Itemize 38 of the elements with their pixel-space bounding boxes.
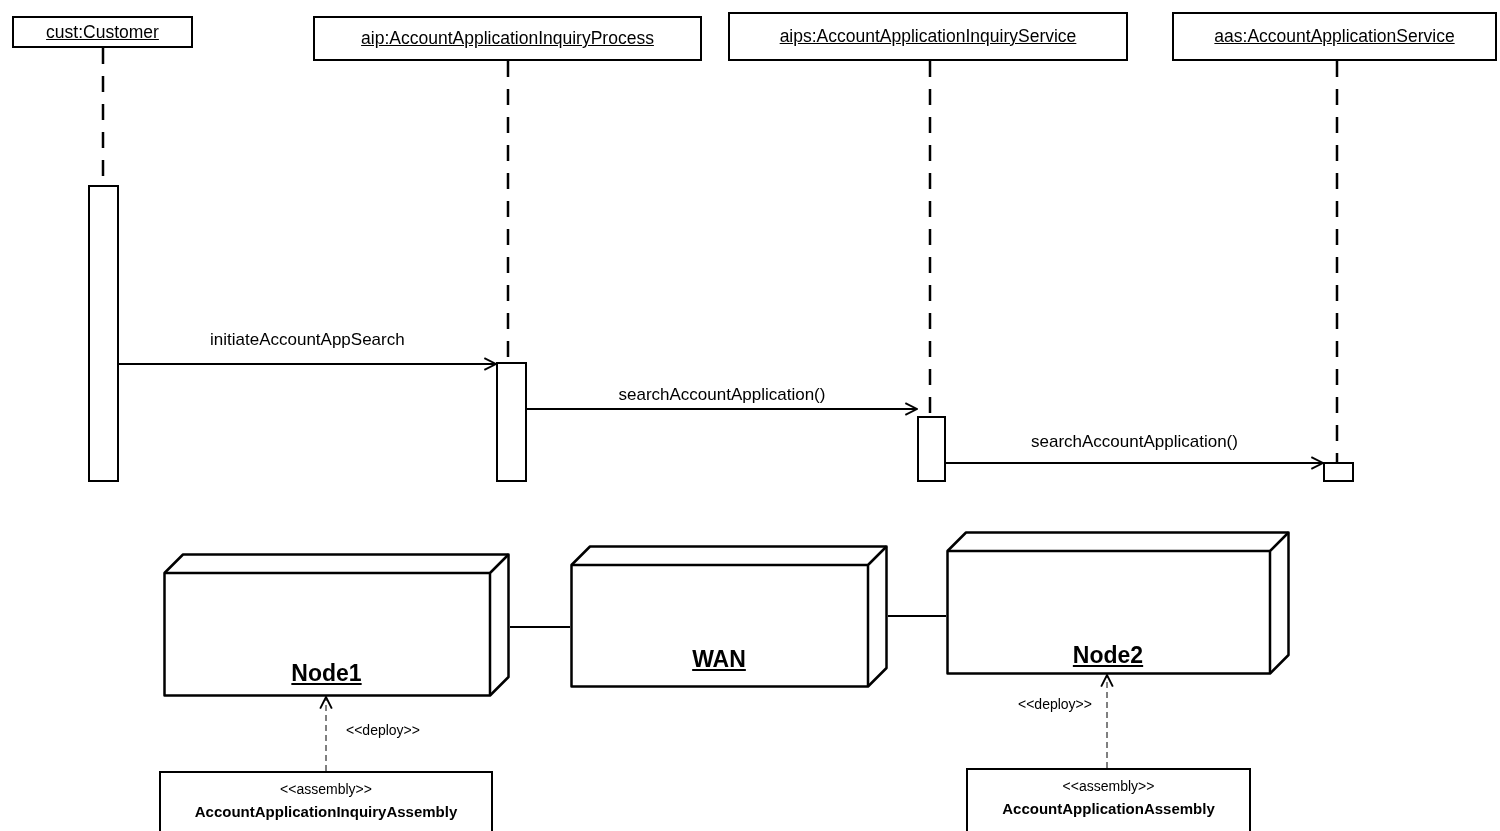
message-label: searchAccountApplication() [616, 385, 828, 405]
activation-bar [917, 416, 946, 482]
object-name: aips:AccountApplicationInquiryService [779, 26, 1077, 47]
object-name: aas:AccountApplicationService [1214, 26, 1455, 47]
activation-bar [88, 185, 119, 482]
object-box [313, 16, 702, 61]
stereotype-label: <<deploy>> [344, 722, 422, 738]
object-box [1172, 12, 1497, 61]
connection-line [509, 626, 571, 628]
activation-bar [496, 362, 527, 482]
artifact-box [966, 768, 1251, 831]
object-name: aip:AccountApplicationInquiryProcess [361, 28, 654, 49]
artifact-box [159, 771, 493, 831]
node-name: Node1 [291, 660, 362, 687]
lifeline [928, 61, 932, 416]
object-box [12, 16, 193, 48]
node-name: Node2 [1072, 642, 1144, 669]
dependency-arrow [319, 696, 333, 772]
artifact-name: AccountApplicationAssembly [1002, 800, 1215, 817]
stereotype-label: <<assembly>> [1062, 778, 1155, 795]
activation-bar [1323, 462, 1354, 482]
message-arrow [945, 456, 1324, 470]
message-label: initiateAccountAppSearch [208, 330, 407, 350]
stereotype-label: <<assembly>> [280, 781, 372, 798]
deployment-node [163, 553, 510, 697]
message-arrow [526, 402, 918, 416]
connection-line [887, 615, 947, 617]
lifeline [1335, 61, 1339, 462]
object-box [728, 12, 1128, 61]
artifact-name: AccountApplicationInquiryAssembly [194, 803, 458, 820]
dependency-arrow [1100, 674, 1114, 769]
stereotype-label: <<deploy>> [1016, 695, 1094, 712]
node-name: WAN [692, 646, 746, 673]
object-name: cust:Customer [46, 21, 159, 43]
deployment-node [570, 545, 888, 688]
message-label: searchAccountApplication() [1029, 432, 1240, 452]
message-arrow [118, 357, 497, 371]
deployment-node [946, 531, 1290, 675]
